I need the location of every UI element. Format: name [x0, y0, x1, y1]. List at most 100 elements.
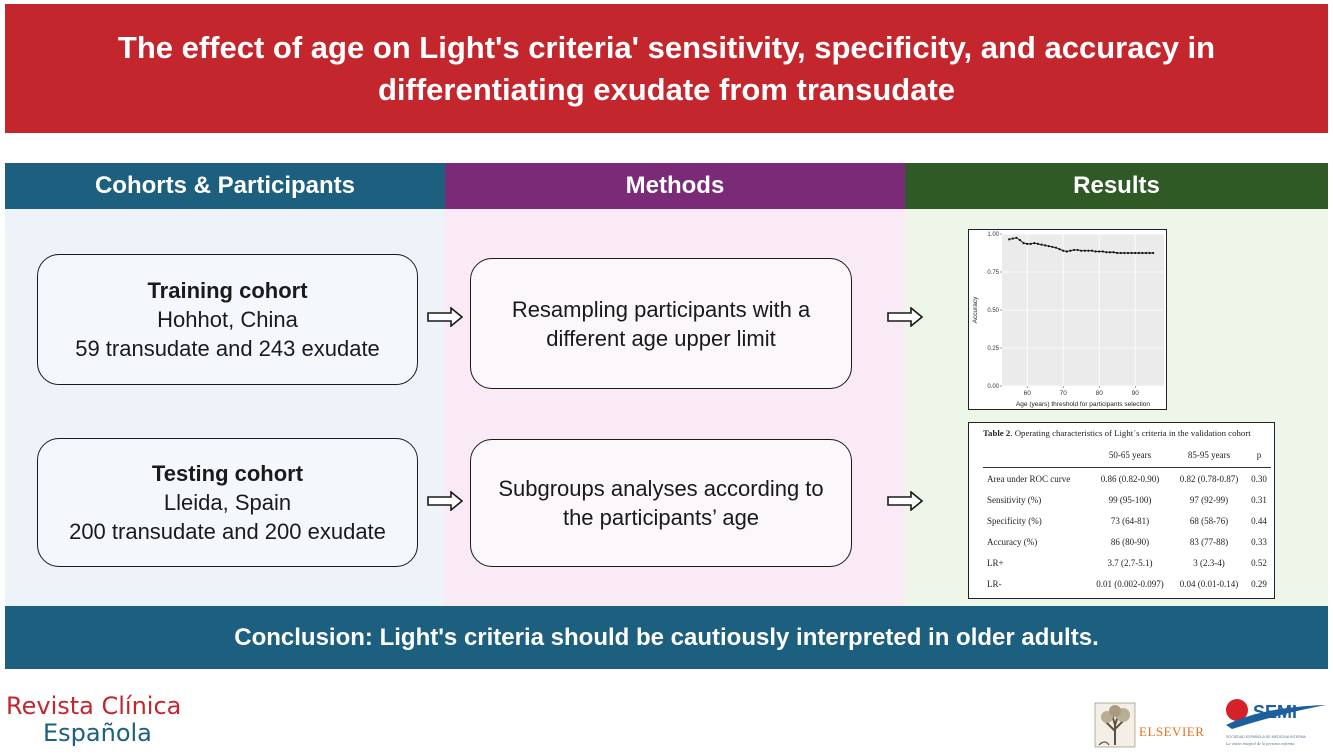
conclusion-banner: Conclusion: Light's criteria should be c…	[5, 606, 1328, 669]
arrow-right-icon	[887, 491, 923, 511]
table-row: Sensitivity (%)99 (95-100)97 (92-99)0.31	[983, 489, 1271, 510]
x-tick-label: 80	[1096, 390, 1104, 397]
table-cell: 0.31	[1251, 494, 1267, 505]
accuracy-point	[1062, 249, 1065, 252]
chart-y-axis-label: Accuracy	[972, 296, 979, 323]
accuracy-point	[1144, 251, 1148, 255]
training-cohort-location: Hohhot, China	[157, 307, 298, 332]
training-cohort-heading: Training cohort	[147, 278, 308, 303]
training-cohort-box: Training cohort Hohhot, China 59 transud…	[37, 254, 418, 385]
table-row: Area under ROC curve 0.86 (0.82-0.90) 0.82…	[983, 468, 1271, 490]
arrow-right-icon	[427, 491, 463, 511]
accuracy-point	[1026, 242, 1029, 245]
accuracy-point	[1033, 242, 1036, 245]
resampling-method-line-2: different age upper limit	[546, 325, 776, 351]
title-line-1: The effect of age on Light's criteria' s…	[117, 29, 1216, 65]
table-row: Specificity (%)73 (64-81)68 (58-76)0.44	[983, 510, 1271, 531]
x-tick-label: 60	[1024, 390, 1032, 397]
elsevier-logo: ELSEVIER	[1094, 702, 1204, 748]
accuracy-point	[1134, 251, 1137, 255]
table-cell: 86 (80-90)	[1110, 536, 1150, 547]
resampling-method-box: Resampling participants with a different…	[470, 258, 852, 389]
accuracy-point	[1029, 242, 1032, 245]
training-cohort-counts: 59 transudate and 243 exudate	[75, 336, 380, 361]
table-header-cell: 50-65 years	[1089, 443, 1171, 468]
accuracy-point	[1072, 248, 1076, 252]
table-cell: 3 (2.3-4)	[1193, 557, 1225, 568]
accuracy-point	[1098, 250, 1101, 253]
title-banner: The effect of age on Light's criteria' s…	[5, 4, 1328, 133]
table-row-label: Area under ROC curve	[987, 473, 1071, 484]
accuracy-point	[1047, 245, 1050, 248]
table-row-label: LR-	[987, 578, 1002, 589]
accuracy-point	[1040, 243, 1043, 246]
table-cell: 0.01 (0.002-0.097)	[1096, 578, 1164, 589]
accuracy-point	[1101, 250, 1104, 253]
table-cell: 0.86 (0.82-0.90)	[1100, 473, 1160, 484]
accuracy-point	[1116, 251, 1119, 255]
table-cell: 0.82 (0.78-0.87)	[1179, 473, 1239, 484]
accuracy-point	[1123, 251, 1126, 255]
elsevier-wordmark: ELSEVIER	[1139, 724, 1204, 739]
testing-cohort-counts: 200 transudate and 200 exudate	[69, 519, 386, 544]
accuracy-point	[1011, 237, 1014, 240]
arrow-right-icon	[427, 307, 463, 327]
accuracy-point	[1141, 251, 1144, 255]
subgroup-method-line-1: Subgroups analyses according to	[498, 476, 824, 501]
accuracy-point	[1080, 249, 1083, 252]
testing-cohort-heading: Testing cohort	[151, 461, 304, 486]
x-tick-label: 90	[1132, 390, 1140, 397]
table-row: LR+3.7 (2.7-5.1)3 (2.3-4)0.52	[983, 552, 1271, 573]
semi-logo: SEMI SOCIEDAD ESPAÑOLA DE MEDICINA INTER…	[1225, 699, 1326, 746]
journal-name-line-1: Revista Clínica	[6, 692, 182, 720]
y-tick-label: 1.00	[987, 232, 999, 238]
table-header-cell: 85-95 years	[1171, 443, 1247, 468]
accuracy-point	[1015, 236, 1018, 239]
accuracy-point	[1094, 250, 1097, 253]
accuracy-point	[1148, 251, 1151, 255]
accuracy-point	[1051, 245, 1054, 249]
accuracy-point	[1105, 251, 1108, 254]
accuracy-point	[1130, 251, 1133, 255]
accuracy-point	[1152, 251, 1155, 255]
results-header: Results	[905, 163, 1328, 209]
accuracy-point	[1137, 251, 1140, 255]
semi-tagline-2: La visión integral de la persona enferma	[1225, 741, 1294, 746]
table-caption-label: Table 2	[983, 428, 1011, 438]
accuracy-point	[1076, 248, 1079, 252]
accuracy-point	[1058, 248, 1061, 251]
accuracy-point	[1018, 238, 1022, 242]
table-header-row: 50-65 years 85-95 years p	[983, 443, 1271, 468]
table-cell: 0.52	[1251, 557, 1267, 568]
table-header-cell	[983, 443, 1089, 468]
semi-swoosh-icon	[1226, 705, 1326, 729]
table-cell: 0.30	[1251, 473, 1267, 484]
accuracy-point	[1069, 249, 1072, 252]
testing-cohort-location: Lleida, Spain	[163, 490, 292, 515]
table-caption: Table 2. Operating characteristics of Li…	[983, 428, 1283, 438]
table-header-cell: p	[1247, 443, 1271, 468]
accuracy-point	[1083, 249, 1086, 252]
chart-x-axis-label: Age (years) threshold for participants s…	[1016, 401, 1150, 408]
table-cell: 0.29	[1251, 578, 1267, 589]
table-row: Accuracy (%)86 (80-90)83 (77-88)0.33	[983, 531, 1271, 552]
accuracy-point	[1112, 251, 1115, 254]
table-cell: 68 (58-76)	[1189, 515, 1229, 526]
accuracy-point	[1126, 251, 1130, 255]
accuracy-point	[1065, 250, 1068, 253]
accuracy-point	[1022, 242, 1025, 245]
results-table: 50-65 years 85-95 years p Area under ROC…	[983, 443, 1271, 594]
y-tick-label: 0.50	[987, 308, 999, 314]
accuracy-point	[1119, 251, 1122, 255]
journal-name-line-2: Española	[43, 719, 152, 747]
table-row-label: LR+	[987, 557, 1004, 568]
semi-red-dot-icon	[1226, 699, 1248, 721]
table-caption-text: . Operating characteristics of Light´s c…	[1010, 428, 1251, 438]
x-tick-label: 70	[1060, 390, 1068, 397]
semi-wordmark: SEMI	[1253, 702, 1297, 722]
table-cell: 0.04 (0.01-0.14)	[1179, 578, 1239, 589]
accuracy-point	[1044, 244, 1047, 247]
semi-tagline-1: SOCIEDAD ESPAÑOLA DE MEDICINA INTERNA	[1226, 734, 1306, 739]
